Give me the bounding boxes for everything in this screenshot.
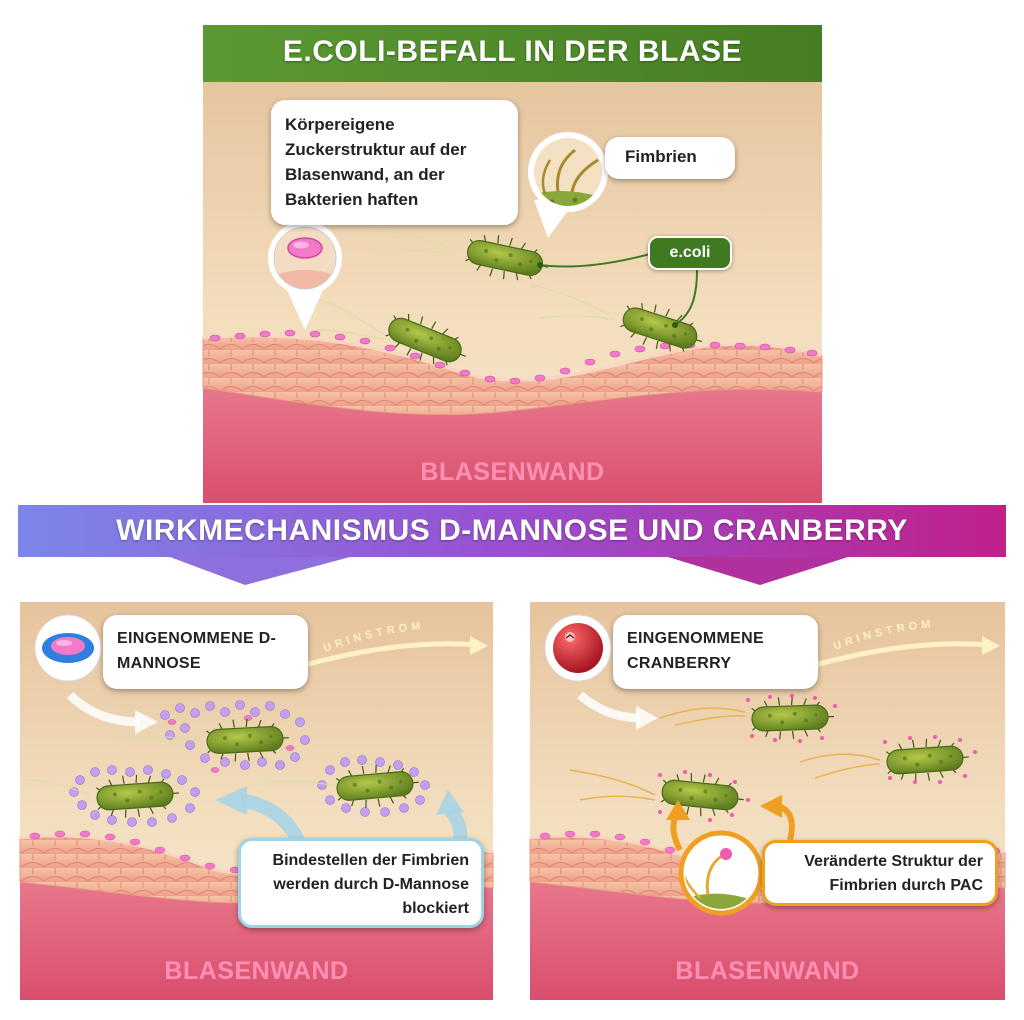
pac-callout: Veränderte Struktur der Fimbrien durch P… — [762, 840, 998, 906]
blocked-binding-callout: Bindestellen der Fimbrien werden durch D… — [238, 838, 484, 928]
cranberry-icon — [553, 623, 603, 673]
sugar-structure-text: Körpereigene Zuckerstruktur auf der Blas… — [285, 115, 467, 209]
pac-text: Veränderte Struktur der Fimbrien durch P… — [804, 853, 983, 894]
fimbrien-magnifier — [528, 132, 608, 238]
top-wall-label: BLASENWAND — [420, 458, 605, 486]
left-urinstrom-text: URINSTROM — [322, 620, 421, 655]
left-wall-label: BLASENWAND — [164, 957, 349, 985]
pac-magnifier — [678, 830, 764, 916]
right-urinstrom-text: URINSTROM — [832, 618, 931, 653]
right-wall-label: BLASENWAND — [675, 957, 860, 985]
ecoli-label: e.coli — [648, 236, 732, 270]
arrow-down-right-icon — [668, 557, 848, 585]
mechanism-title: WIRKMECHANISMUS D-MANNOSE UND CRANBERRY — [116, 514, 908, 547]
cranberry-header-callout: EINGENOMMENE CRANBERRY — [613, 615, 818, 689]
sugar-structure-dots — [209, 329, 818, 385]
sugar-magnifier — [268, 221, 342, 330]
fimbrien-callout: Fimbrien — [605, 137, 735, 179]
sugar-structure-callout: Körpereigene Zuckerstruktur auf der Blas… — [271, 100, 518, 225]
mannose-header-text: EINGENOMMENE D-MANNOSE — [117, 630, 277, 672]
top-banner — [203, 25, 822, 82]
right-urinstrom-label: URINSTROM — [832, 618, 935, 653]
arrow-down-left-icon — [170, 557, 350, 585]
fimbrien-label: Fimbrien — [625, 147, 697, 166]
top-panel-title: E.COLI-BEFALL IN DER BLASE — [282, 35, 743, 68]
mechanism-banner-artwork — [18, 505, 1006, 585]
cranberry-header-text: EINGENOMMENE CRANBERRY — [627, 630, 764, 672]
svg-text:URINSTROM: URINSTROM — [832, 618, 935, 653]
left-urinstrom-label: URINSTROM — [322, 620, 425, 655]
blocked-binding-text: Bindestellen der Fimbrien werden durch D… — [272, 852, 469, 917]
svg-text:URINSTROM: URINSTROM — [322, 620, 425, 655]
mannose-header-callout: EINGENOMMENE D-MANNOSE — [103, 615, 308, 689]
